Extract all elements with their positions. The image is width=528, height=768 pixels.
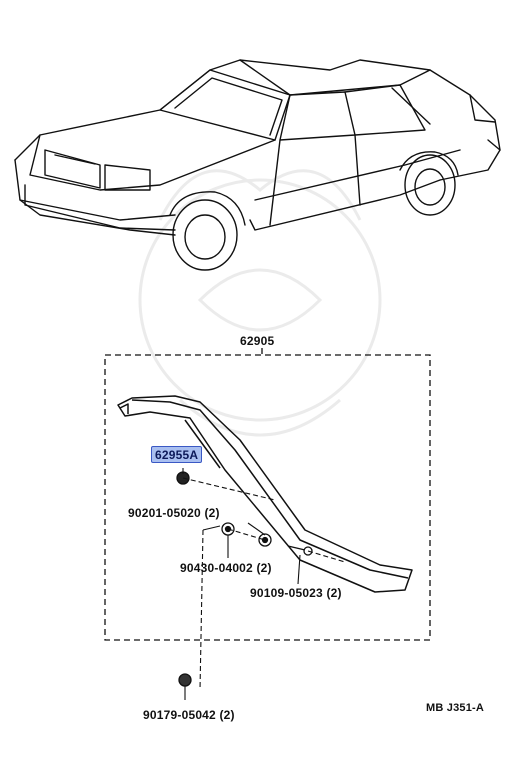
- fasteners: [176, 471, 313, 687]
- figure-code: MB J351-A: [426, 702, 485, 714]
- assembly-part-label[interactable]: 62905: [240, 334, 275, 348]
- part-label-90430-04002[interactable]: 90430-04002 (2): [180, 561, 272, 575]
- watermark-emblem: [138, 169, 382, 437]
- part-label-90109-05023[interactable]: 90109-05023 (2): [250, 586, 342, 600]
- highlighted-part-label[interactable]: 62955A: [151, 446, 203, 463]
- window-molding-part: [117, 395, 413, 593]
- assembly-box: [104, 348, 431, 641]
- part-label-90201-05020[interactable]: 90201-05020 (2): [128, 506, 220, 520]
- car-illustration: [14, 59, 501, 271]
- leader-lines: [182, 468, 346, 700]
- part-label-90179-05042[interactable]: 90179-05042 (2): [143, 708, 235, 722]
